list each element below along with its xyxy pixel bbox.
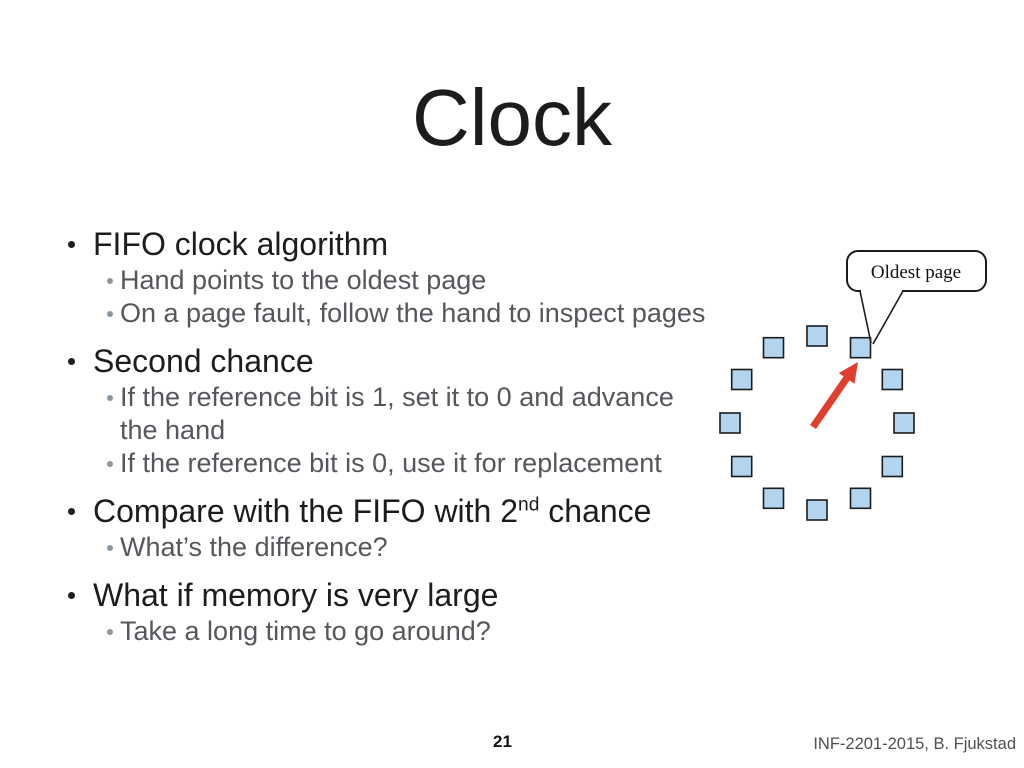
page-frame-square [762, 336, 785, 359]
bullet-dot [68, 241, 75, 248]
bullet-text: Compare with the FIFO with 2 [93, 493, 519, 529]
sub-bullet-text: If the reference bit is 0, use it for re… [120, 448, 662, 478]
sub-bullet-item: On a page fault, follow the hand to insp… [60, 297, 708, 330]
bullet-text: Second chance [93, 343, 314, 379]
page-frame-square [730, 455, 753, 478]
bullet-dot [68, 358, 75, 365]
page-frame-square [849, 336, 872, 359]
sub-bullet-text: Hand points to the oldest page [120, 265, 487, 295]
sub-bullet-item: If the reference bit is 1, set it to 0 a… [60, 381, 708, 447]
sub-bullet-dot [107, 629, 113, 635]
bullet-dot [68, 508, 75, 515]
slide-title: Clock [411, 73, 613, 162]
bullet-item: What if memory is very large [60, 575, 725, 615]
page-frame-square [893, 412, 915, 434]
callout-label: Oldest page [871, 262, 961, 283]
callout-box [846, 250, 987, 292]
clock-diagram: Oldest page [719, 250, 987, 521]
sub-bullet-text: Take a long time to go around? [120, 616, 491, 646]
page-frames-ring [719, 325, 915, 521]
sub-bullet-text: On a page fault, follow the hand to insp… [120, 298, 706, 328]
bullet-dot [68, 592, 75, 599]
bullet-item: FIFO clock algorithm [60, 224, 725, 264]
sub-bullet-item: If the reference bit is 0, use it for re… [60, 447, 708, 480]
page-frame-square [730, 368, 753, 391]
sub-bullet-dot [107, 395, 113, 401]
slide-page-number: 21 [493, 732, 512, 751]
page-frame-square [762, 487, 785, 510]
page-frame-square [806, 325, 828, 347]
bullet-list: FIFO clock algorithm Hand points to the … [60, 224, 725, 648]
sub-bullet-dot [107, 545, 113, 551]
sub-bullet-item: What’s the difference? [60, 531, 708, 564]
bullet-text: What if memory is very large [93, 577, 499, 613]
sub-bullet-item: Hand points to the oldest page [60, 264, 708, 297]
sub-bullet-text: If the reference bit is 1, set it to 0 a… [120, 382, 674, 445]
bullet-text: FIFO clock algorithm [93, 226, 389, 262]
slide-footer: INF-2201-2015, B. Fjukstad [813, 735, 1016, 753]
bullet-item: Compare with the FIFO with 2nd chance [60, 491, 725, 531]
callout-tail [859, 290, 904, 345]
page-frame-square [849, 487, 872, 510]
clock-hand-arrow [810, 362, 858, 429]
bullet-item: Second chance [60, 341, 725, 381]
sub-bullet-dot [107, 311, 113, 317]
sub-bullet-item: Take a long time to go around? [60, 615, 708, 648]
page-frame-square [881, 368, 904, 391]
sub-bullet-text: What’s the difference? [120, 532, 388, 562]
page-frame-square [806, 499, 828, 521]
superscript-text: nd [518, 494, 540, 516]
page-frame-square [881, 455, 904, 478]
sub-bullet-dot [107, 278, 113, 284]
page-frame-square [719, 412, 741, 434]
bullet-text: chance [539, 493, 652, 529]
sub-bullet-dot [107, 461, 113, 467]
